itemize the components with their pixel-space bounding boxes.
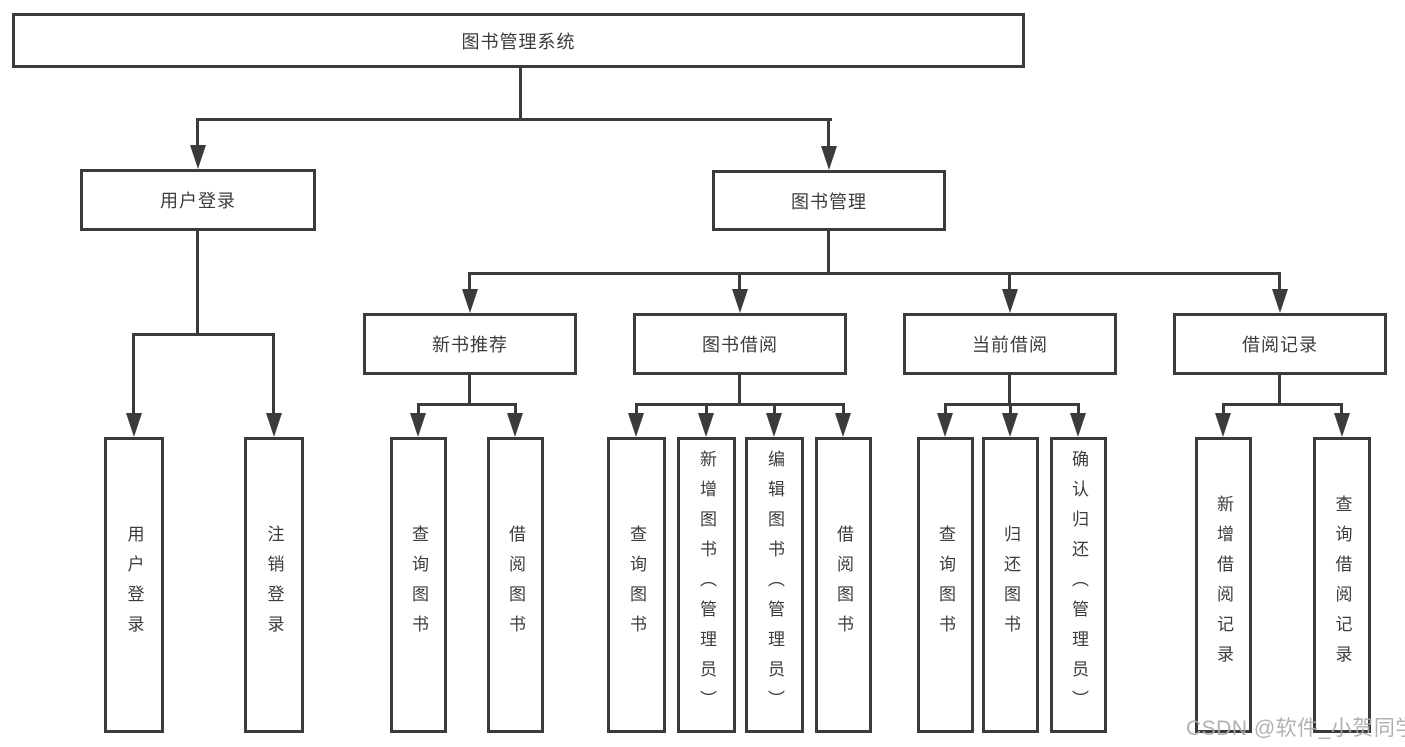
arrow-down-icon [1002, 413, 1018, 437]
arrow-down-icon [766, 413, 782, 437]
connector-leaf-shaft [514, 403, 517, 415]
node-query-books-current: 查询图书 [917, 437, 974, 733]
connector-leaf-shaft [1077, 403, 1080, 415]
node-library-management-system: 图书管理系统 [12, 13, 1025, 68]
connector-new-book-horizontal [417, 403, 516, 406]
arrow-down-icon [821, 146, 837, 170]
arrow-down-icon [628, 413, 644, 437]
node-logout: 注销登录 [244, 437, 304, 733]
connector-leaf-shaft [1009, 403, 1012, 415]
connector-current-borrow-stub [1008, 373, 1011, 405]
connector-l2-horizontal [468, 272, 1280, 275]
arrow-down-icon [1215, 413, 1231, 437]
connector-leaf-shaft [132, 333, 135, 415]
node-user-login: 用户登录 [80, 169, 316, 231]
connector-leaf-shaft [773, 403, 776, 415]
node-new-book-recommendation: 新书推荐 [363, 313, 577, 375]
connector-book-mgmt-stub [827, 229, 830, 275]
node-borrow-books-leaf: 借阅图书 [815, 437, 872, 733]
node-confirm-return-admin: 确认归还（管理员） [1050, 437, 1107, 733]
arrow-down-icon [1334, 413, 1350, 437]
arrow-down-icon [1272, 289, 1288, 313]
connector-l2-shaft [738, 272, 741, 292]
node-edit-books-admin: 编辑图书（管理员） [745, 437, 804, 733]
connector-book-mgmt-shaft [827, 118, 830, 148]
arrow-down-icon [266, 413, 282, 437]
node-query-books-borrow: 查询图书 [607, 437, 666, 733]
connector-borrow-record-stub [1278, 373, 1281, 405]
node-user-login-leaf: 用户登录 [104, 437, 164, 733]
connector-borrow-record-horizontal [1222, 403, 1342, 406]
node-current-borrowing: 当前借阅 [903, 313, 1117, 375]
arrow-down-icon [1002, 289, 1018, 313]
arrow-down-icon [126, 413, 142, 437]
node-query-borrow-record: 查询借阅记录 [1313, 437, 1371, 733]
node-book-borrowing: 图书借阅 [633, 313, 847, 375]
connector-leaf-shaft [272, 333, 275, 415]
connector-leaf-shaft [417, 403, 420, 415]
connector-new-book-stub [468, 373, 471, 405]
arrow-down-icon [698, 413, 714, 437]
connector-leaf-shaft [635, 403, 638, 415]
arrow-down-icon [732, 289, 748, 313]
arrow-down-icon [190, 145, 206, 169]
connector-book-borrow-horizontal [635, 403, 844, 406]
connector-l2-shaft [1008, 272, 1011, 292]
arrow-down-icon [835, 413, 851, 437]
connector-root-stub [519, 65, 522, 120]
connector-l2-shaft [1278, 272, 1281, 292]
node-add-borrow-record: 新增借阅记录 [1195, 437, 1252, 733]
connector-user-login-stub [196, 229, 199, 335]
node-borrowing-records: 借阅记录 [1173, 313, 1387, 375]
connector-leaf-shaft [705, 403, 708, 415]
node-return-books: 归还图书 [982, 437, 1039, 733]
connector-user-login-horizontal [132, 333, 274, 336]
node-book-management: 图书管理 [712, 170, 946, 231]
connector-l1-horizontal [196, 118, 832, 121]
connector-user-login-shaft [196, 118, 199, 147]
watermark-text: CSDN @软件_小贺同学 [1186, 717, 1405, 740]
arrow-down-icon [1070, 413, 1086, 437]
connector-book-borrow-stub [738, 373, 741, 405]
connector-leaf-shaft [1222, 403, 1225, 415]
arrow-down-icon [507, 413, 523, 437]
connector-leaf-shaft [1340, 403, 1343, 415]
node-borrow-books-recommend: 借阅图书 [487, 437, 544, 733]
connector-leaf-shaft [944, 403, 947, 415]
arrow-down-icon [462, 289, 478, 313]
node-query-books-recommend: 查询图书 [390, 437, 447, 733]
connector-leaf-shaft [842, 403, 845, 415]
arrow-down-icon [937, 413, 953, 437]
node-add-books-admin: 新增图书（管理员） [677, 437, 736, 733]
arrow-down-icon [410, 413, 426, 437]
connector-l2-shaft [468, 272, 471, 292]
